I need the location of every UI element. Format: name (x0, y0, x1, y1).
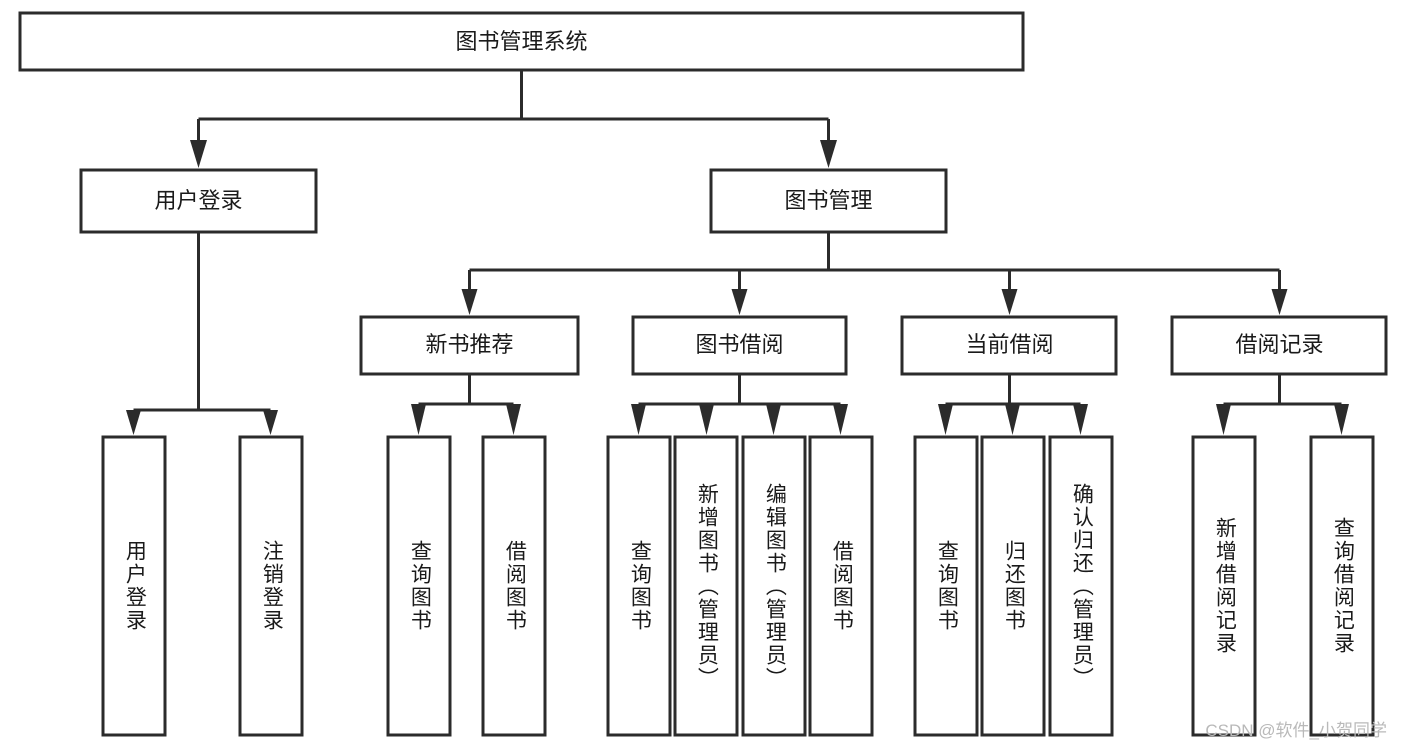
node-box-book-management[interactable] (709, 168, 948, 234)
arrow-head-current (1001, 289, 1018, 315)
connector-group-user-login (126, 232, 278, 435)
arrow-head-leaf-logout (263, 410, 278, 435)
node-box-leaf[interactable] (980, 435, 1046, 737)
node-box-leaf[interactable] (913, 435, 979, 737)
node-label-new-book-recommend: 新书推荐 (425, 332, 513, 357)
connector-group-current (938, 374, 1088, 435)
arrow-head-leaf-borrow-book-2 (833, 404, 848, 435)
node-box-leaf[interactable] (238, 435, 304, 737)
arrow-head-book-mgmt (820, 140, 837, 168)
arrow-head-borrow (731, 289, 748, 315)
node-box-leaf[interactable] (386, 435, 452, 737)
arrow-head-leaf-return-book (1005, 404, 1020, 435)
arrow-head-leaf-add-book (699, 404, 714, 435)
connector-group-records (1216, 374, 1349, 435)
node-label-user-login: 用户登录 (154, 188, 242, 213)
arrow-head-newbook (461, 289, 478, 315)
arrow-head-leaf-user-login (126, 410, 141, 435)
node-box-leaf[interactable] (741, 435, 807, 737)
node-box-current-borrow[interactable] (900, 315, 1118, 376)
arrow-head-records (1271, 289, 1288, 315)
leaf-box-group (101, 435, 1375, 737)
connector-group-newbook (411, 374, 521, 435)
arrow-head-leaf-borrow-book-1 (506, 404, 521, 435)
watermark-text: CSDN @软件_小贺同学 (1205, 721, 1387, 740)
node-box-leaf[interactable] (1191, 435, 1257, 737)
arrow-head-leaf-query-book-2 (631, 404, 646, 435)
node-box-leaf[interactable] (673, 435, 739, 737)
arrow-head-leaf-confirm-return (1073, 404, 1088, 435)
node-box-leaf[interactable] (1048, 435, 1114, 737)
node-box-borrow-records[interactable] (1170, 315, 1388, 376)
arrow-head-leaf-query-book-1 (411, 404, 426, 435)
node-box-new-book-recommend[interactable] (359, 315, 580, 376)
node-box-leaf[interactable] (606, 435, 672, 737)
node-box-leaf[interactable] (101, 435, 167, 737)
node-box-book-borrow[interactable] (631, 315, 848, 376)
arrow-head-leaf-query-record (1334, 404, 1349, 435)
arrow-head-leaf-add-record (1216, 404, 1231, 435)
arrow-head-leaf-query-book-3 (938, 404, 953, 435)
node-box-root[interactable] (18, 11, 1025, 72)
arrow-head-leaf-edit-book (766, 404, 781, 435)
node-label-root: 图书管理系统 (455, 29, 587, 54)
node-box-leaf[interactable] (808, 435, 874, 737)
node-label-current-borrow: 当前借阅 (965, 332, 1053, 357)
node-label-borrow-records: 借阅记录 (1235, 332, 1323, 357)
node-label-book-borrow: 图书借阅 (695, 332, 783, 357)
connector-group-borrow (631, 374, 848, 435)
node-label-book-management: 图书管理 (784, 188, 872, 213)
arrow-head-user-login (190, 140, 207, 168)
node-box-leaf[interactable] (481, 435, 547, 737)
node-box-user-login[interactable] (79, 168, 318, 234)
connector-group-book-mgmt (461, 232, 1288, 315)
node-box-leaf[interactable] (1309, 435, 1375, 737)
connector-group-root (190, 70, 837, 168)
